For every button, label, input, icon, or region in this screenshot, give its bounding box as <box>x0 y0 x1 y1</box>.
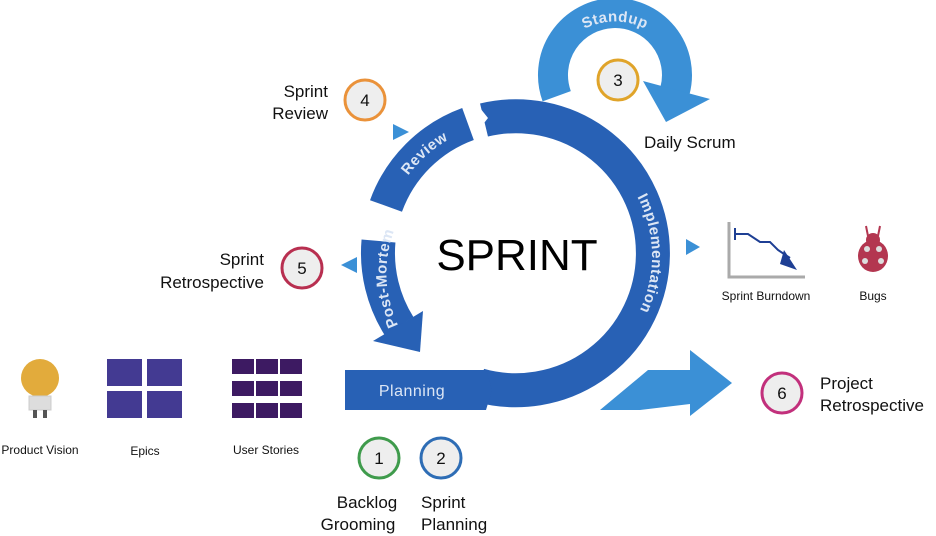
standup-loop: Standup <box>538 0 710 122</box>
burndown-chart-icon <box>727 222 805 279</box>
triangle-right-icon <box>686 239 700 255</box>
planning-bar: Planning <box>345 370 492 410</box>
review-arc <box>370 108 475 213</box>
epics-icon <box>107 359 182 418</box>
svg-text:Backlog: Backlog <box>337 493 397 512</box>
svg-text:4: 4 <box>360 91 369 110</box>
implementation-arc <box>475 99 670 408</box>
svg-text:Grooming: Grooming <box>321 515 396 534</box>
svg-text:Review: Review <box>272 104 328 123</box>
bug-icon <box>858 225 888 272</box>
step-5: 5 Sprint Retrospective <box>160 246 324 292</box>
svg-text:Retrospective: Retrospective <box>820 396 924 415</box>
svg-text:Project: Project <box>820 374 873 393</box>
step-3: 3 Daily Scrum <box>596 58 736 152</box>
svg-text:Daily Scrum: Daily Scrum <box>644 133 736 152</box>
svg-text:2: 2 <box>436 449 445 468</box>
step-4: 4 Sprint Review <box>272 78 387 123</box>
step-6: 6 Project Retrospective <box>760 371 924 415</box>
svg-text:Sprint: Sprint <box>421 493 466 512</box>
sprint-burndown-label: Sprint Burndown <box>722 289 811 303</box>
epics-label: Epics <box>130 444 159 458</box>
user-stories-icon <box>232 359 302 418</box>
svg-text:Retrospective: Retrospective <box>160 273 264 292</box>
step-1: 1 Backlog Grooming <box>321 436 401 534</box>
svg-text:Sprint: Sprint <box>220 250 265 269</box>
center-title: SPRINT <box>436 231 597 280</box>
planning-label: Planning <box>379 383 445 400</box>
svg-text:1: 1 <box>374 449 383 468</box>
bugs-label: Bugs <box>859 289 886 303</box>
triangle-right-icon <box>393 124 409 140</box>
user-stories-label: User Stories <box>233 443 299 457</box>
lightbulb-icon <box>21 359 59 418</box>
svg-text:5: 5 <box>297 259 306 278</box>
project-arrow <box>600 350 732 416</box>
post-mortem-arc <box>361 239 414 336</box>
svg-text:6: 6 <box>777 384 786 403</box>
product-vision-label: Product Vision <box>1 443 78 457</box>
svg-text:3: 3 <box>613 71 622 90</box>
svg-text:Planning: Planning <box>421 515 487 534</box>
triangle-left-icon <box>341 257 357 273</box>
step-2: 2 Sprint Planning <box>419 436 487 534</box>
svg-text:Sprint: Sprint <box>284 82 329 101</box>
